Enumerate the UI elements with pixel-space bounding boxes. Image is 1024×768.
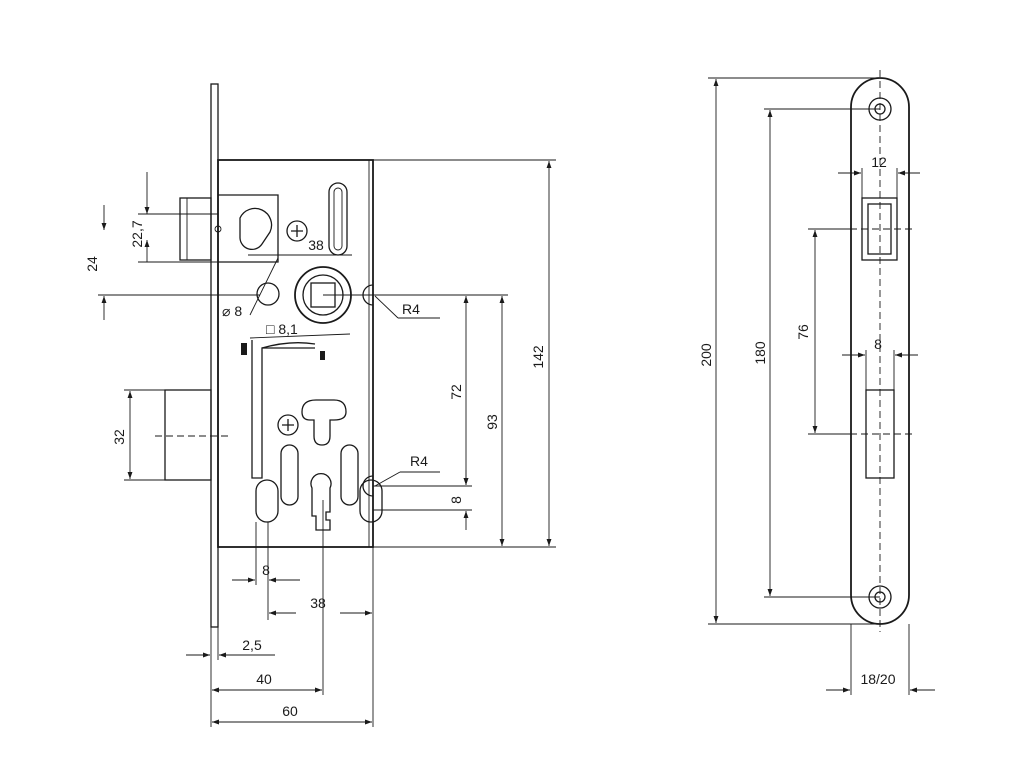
- dim-93: 93: [484, 414, 500, 430]
- dim-142: 142: [530, 345, 546, 369]
- lever-arm: [241, 340, 325, 479]
- faceplate-dimensions: 200 180 76 12 8 18/20: [698, 77, 935, 695]
- slot-top: [328, 182, 348, 256]
- dim-diameter-8: ⌀ 8: [222, 303, 242, 319]
- lock-body-view: [155, 83, 383, 628]
- dim-200: 200: [698, 343, 714, 367]
- dim-22-7: 22,7: [129, 220, 145, 247]
- dim-72: 72: [448, 384, 464, 400]
- dim-2-5: 2,5: [242, 637, 262, 653]
- slot-oval-left: [255, 479, 279, 523]
- dim-60: 60: [282, 703, 298, 719]
- dim-32: 32: [111, 429, 127, 445]
- dim-r4-top: R4: [402, 301, 420, 317]
- dim-18-20: 18/20: [860, 671, 895, 687]
- dim-8-right: 8: [448, 496, 464, 504]
- keyhole: [310, 472, 332, 531]
- dim-12: 12: [871, 154, 887, 170]
- dim-38-top: 38: [308, 237, 324, 253]
- dim-180: 180: [752, 341, 768, 365]
- screw-hole-top: [286, 220, 308, 242]
- dim-40: 40: [256, 671, 272, 687]
- t-slot: [301, 399, 347, 446]
- dead-bolt: [155, 389, 230, 481]
- dim-r4-bottom: R4: [410, 453, 428, 469]
- slot-left-1: [280, 444, 299, 506]
- dim-24: 24: [84, 256, 100, 272]
- dim-square-8-1: □ 8,1: [266, 321, 298, 337]
- hole-8mm: [256, 282, 280, 306]
- slot-oval-right: [359, 479, 383, 523]
- latch-bolt: [179, 194, 279, 263]
- slot-left-2: [340, 444, 359, 506]
- dim-38-bottom: 38: [310, 595, 326, 611]
- dim-76: 76: [795, 324, 811, 340]
- dim-8-faceplate: 8: [874, 336, 882, 352]
- faceplate-strip: [210, 83, 219, 628]
- lock-dimensions: 22,7 24 38 ⌀ 8 □ 8,1 R4 R4 32: [84, 159, 556, 727]
- dim-8-bottom: 8: [262, 562, 270, 578]
- screw-hole-bottom: [277, 414, 299, 436]
